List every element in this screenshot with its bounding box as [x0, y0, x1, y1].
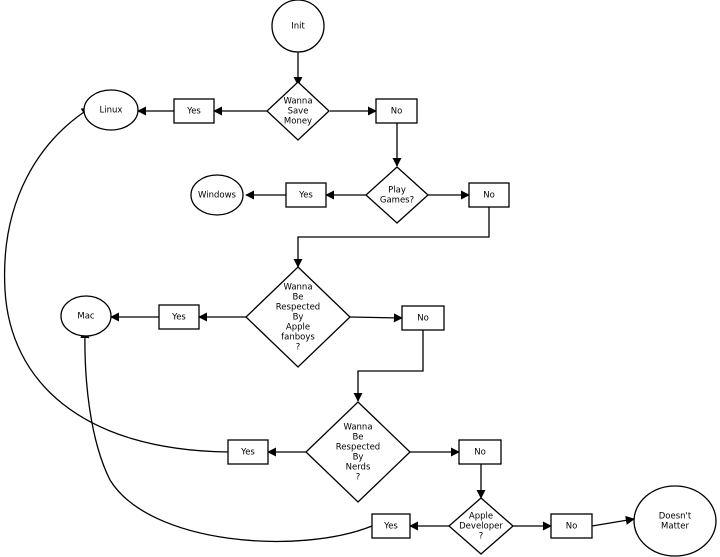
label-box-yes-5: Yes	[371, 513, 411, 539]
label-box-no-2: No	[468, 182, 510, 208]
edge-apple-fanboys-to-no	[349, 313, 403, 323]
label-box-yes-2: Yes	[285, 182, 327, 208]
connectors	[3, 52, 635, 543]
q-save-money-shape	[266, 81, 330, 141]
q-apple-dev-text-line: Apple	[469, 512, 493, 522]
yes-3-text-line: Yes	[171, 313, 186, 323]
no-2-text-line: No	[483, 191, 495, 201]
label-box-no-4: No	[458, 439, 502, 465]
terminal-windows: Windows	[190, 174, 244, 216]
windows-text-line: Windows	[198, 191, 237, 201]
edge-no-to-nerds	[353, 330, 424, 402]
q-apple-fanboys-text-line: By	[293, 313, 304, 323]
yes-2-shape	[285, 182, 327, 208]
yes-1-shape	[173, 98, 215, 124]
label-box-yes-1: Yes	[173, 98, 215, 124]
yes-4-text-line: Yes	[240, 448, 255, 458]
yes-5-text-line: Yes	[383, 522, 398, 532]
label-box-no-1: No	[375, 98, 418, 124]
label-box-yes-4: Yes	[227, 439, 269, 465]
yes-1-text-line: Yes	[186, 107, 201, 117]
q-apple-dev-text-line: ?	[479, 532, 484, 542]
yes-2-text-line: Yes	[298, 191, 313, 201]
q-save-money-text-line: Money	[284, 117, 312, 127]
q-nerds-text-line: ?	[356, 473, 361, 483]
yes-3-shape	[158, 304, 200, 330]
q-apple-fanboys-text-line: Wanna	[283, 283, 312, 293]
q-apple-fanboys-text-line: fanboys	[281, 333, 315, 343]
q-play-games-shape	[365, 166, 429, 224]
doesnt-matter-text-line: Doesn't	[659, 512, 692, 522]
q-nerds-text-line: Wanna	[343, 423, 372, 433]
q-play-games-text-line: Play	[388, 186, 406, 196]
edge-no-to-doesnt-matter	[591, 515, 635, 527]
yes-5-shape	[371, 513, 411, 539]
q-apple-fanboys-text-line: Respected	[276, 303, 320, 313]
label-box-no-3: No	[401, 305, 445, 331]
init-text-line: Init	[291, 22, 305, 32]
no-1-shape	[375, 98, 418, 124]
q-apple-dev-text-line: Developer	[459, 522, 503, 532]
no-2-shape	[468, 182, 510, 208]
linux-text-line: Linux	[100, 106, 123, 116]
no-4-text-line: No	[474, 448, 486, 458]
q-nerds-text-line: Respected	[336, 443, 380, 453]
edge-yes-to-mac-curve	[80, 329, 373, 543]
q-apple-fanboys-text-line: ?	[296, 343, 301, 353]
linux-shape	[83, 89, 139, 131]
no-1-text-line: No	[391, 107, 403, 117]
nodes: InitLinuxWindowsMacDoesn'tMatterWannaSav…	[60, 0, 717, 557]
q-apple-fanboys-shape	[245, 266, 351, 368]
terminal-linux: Linux	[83, 89, 139, 131]
windows-shape	[190, 174, 244, 216]
init-shape	[271, 0, 325, 53]
edge-yes-to-linux-curve	[3, 107, 229, 453]
no-3-text-line: No	[417, 314, 429, 324]
yes-4-shape	[227, 439, 269, 465]
q-play-games-text-line: Games?	[380, 196, 414, 206]
label-box-yes-3: Yes	[158, 304, 200, 330]
q-nerds-text-line: Be	[352, 433, 363, 443]
q-apple-fanboys-text-line: Apple	[286, 323, 310, 333]
mac-text-line: Mac	[77, 312, 95, 322]
no-5-shape	[550, 513, 593, 539]
doesnt-matter-text-line: Matter	[661, 522, 689, 532]
terminal-init: Init	[271, 0, 325, 53]
edge-no-to-apple-fanboys	[293, 207, 490, 268]
no-4-shape	[458, 439, 502, 465]
q-save-money-text-line: Wanna	[283, 97, 312, 107]
mac-shape	[60, 295, 112, 337]
doesnt-matter-shape	[633, 485, 717, 557]
terminal-mac: Mac	[60, 295, 112, 337]
q-nerds-text-line: Nerds	[346, 463, 371, 473]
q-apple-dev-shape	[448, 497, 514, 555]
q-apple-fanboys-text-line: Be	[292, 293, 303, 303]
no-3-shape	[401, 305, 445, 331]
q-nerds-text-line: By	[353, 453, 364, 463]
label-box-no-5: No	[550, 513, 593, 539]
q-save-money-text-line: Save	[288, 107, 309, 117]
q-nerds-shape	[305, 401, 411, 503]
no-5-text-line: No	[566, 522, 578, 532]
